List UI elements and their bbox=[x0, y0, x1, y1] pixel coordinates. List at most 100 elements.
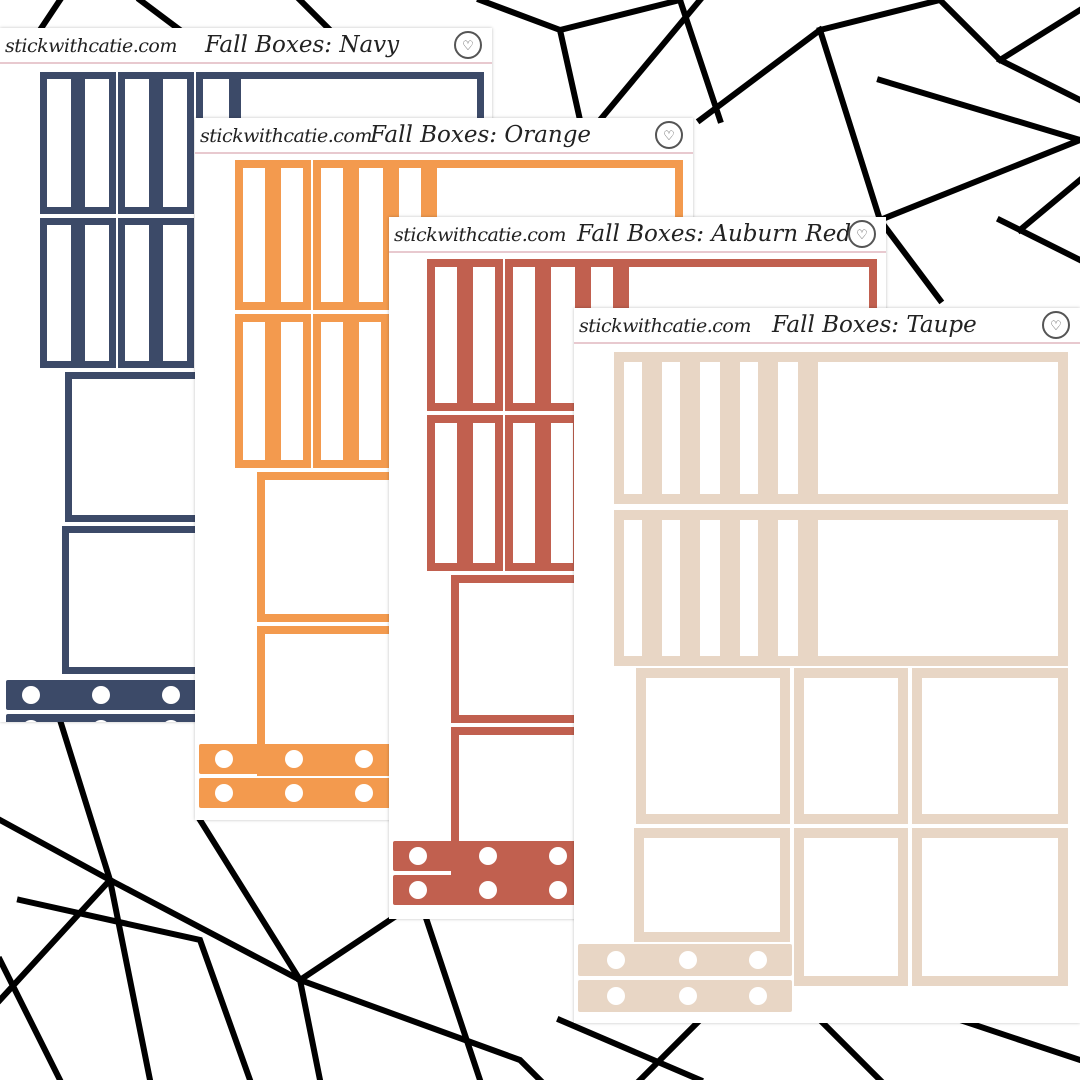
planner-box-sticker bbox=[652, 510, 690, 666]
dot-icon bbox=[162, 720, 180, 722]
planner-box-sticker bbox=[465, 259, 503, 411]
background-line bbox=[35, 0, 64, 35]
planner-box-sticker bbox=[636, 668, 790, 824]
background-line bbox=[296, 976, 545, 1080]
background-line bbox=[695, 25, 825, 125]
dot-icon bbox=[749, 951, 767, 969]
background-line bbox=[556, 0, 684, 34]
planner-box-sticker bbox=[313, 314, 351, 468]
background-line bbox=[815, 1015, 885, 1080]
planner-box-sticker bbox=[808, 510, 1068, 666]
background-line bbox=[876, 76, 1080, 144]
background-line bbox=[816, 0, 944, 34]
planner-box-sticker bbox=[427, 259, 465, 411]
planner-box-sticker bbox=[794, 668, 908, 824]
background-line bbox=[876, 136, 1080, 224]
planner-box-sticker bbox=[118, 72, 156, 214]
dot-strip-sticker bbox=[393, 875, 593, 905]
dot-strip-sticker bbox=[578, 944, 792, 976]
background-line bbox=[935, 0, 1080, 64]
planner-box-sticker bbox=[912, 668, 1068, 824]
background-line bbox=[416, 896, 484, 1080]
sheet-stickers bbox=[574, 344, 1080, 1023]
planner-box-sticker bbox=[351, 160, 391, 310]
sheet-header: stickwithcatie.com Fall Boxes: Auburn Re… bbox=[389, 217, 886, 253]
dot-icon bbox=[285, 750, 303, 768]
background-line bbox=[135, 0, 185, 35]
sheet-title: Fall Boxes: Navy bbox=[205, 32, 400, 58]
planner-box-sticker bbox=[156, 218, 194, 368]
planner-box-sticker bbox=[40, 72, 78, 214]
dot-strip-sticker bbox=[199, 778, 399, 808]
planner-box-sticker bbox=[118, 218, 156, 368]
dot-icon bbox=[355, 784, 373, 802]
planner-box-sticker bbox=[235, 314, 273, 468]
dot-icon bbox=[607, 951, 625, 969]
sheet-header: stickwithcatie.com Fall Boxes: Orange ♡ bbox=[195, 118, 693, 154]
background-line bbox=[16, 896, 254, 1080]
heart-seal-icon: ♡ bbox=[1042, 311, 1070, 339]
sheet-header: stickwithcatie.com Fall Boxes: Navy ♡ bbox=[0, 28, 492, 64]
dot-icon bbox=[409, 881, 427, 899]
heart-seal-icon: ♡ bbox=[848, 220, 876, 248]
planner-box-sticker bbox=[78, 72, 116, 214]
planner-box-sticker bbox=[634, 828, 790, 942]
dot-icon bbox=[215, 750, 233, 768]
planner-box-sticker bbox=[40, 218, 78, 368]
planner-box-sticker bbox=[808, 352, 1068, 504]
dot-icon bbox=[607, 987, 625, 1005]
dot-icon bbox=[355, 750, 373, 768]
dot-icon bbox=[479, 881, 497, 899]
planner-box-sticker bbox=[730, 510, 768, 666]
background-line bbox=[476, 0, 584, 124]
background-line bbox=[556, 1016, 704, 1080]
planner-box-sticker bbox=[690, 352, 730, 504]
planner-box-sticker bbox=[768, 352, 808, 504]
site-name: stickwithcatie.com bbox=[200, 125, 372, 147]
dot-icon bbox=[285, 784, 303, 802]
dot-icon bbox=[479, 847, 497, 865]
site-name: stickwithcatie.com bbox=[579, 315, 751, 337]
sticker-sheet-taupe[interactable]: stickwithcatie.com Fall Boxes: Taupe ♡ bbox=[574, 308, 1080, 1023]
heart-seal-icon: ♡ bbox=[655, 121, 683, 149]
background-line bbox=[195, 815, 425, 985]
dot-strip-sticker bbox=[199, 744, 399, 774]
dot-icon bbox=[749, 987, 767, 1005]
planner-box-sticker bbox=[505, 259, 543, 411]
sheet-title: Fall Boxes: Auburn Red bbox=[577, 221, 852, 247]
planner-box-sticker bbox=[313, 160, 351, 310]
planner-box-sticker bbox=[614, 510, 652, 666]
dot-icon bbox=[92, 720, 110, 722]
dot-icon bbox=[92, 686, 110, 704]
background-line bbox=[995, 215, 1080, 264]
dot-strip-sticker bbox=[6, 714, 206, 722]
background-line bbox=[635, 1015, 705, 1080]
planner-box-sticker bbox=[273, 314, 311, 468]
dot-icon bbox=[679, 987, 697, 1005]
planner-box-sticker bbox=[730, 352, 768, 504]
background-line bbox=[676, 0, 724, 124]
background-line bbox=[816, 26, 884, 224]
planner-box-sticker bbox=[505, 415, 543, 571]
dot-strip-sticker bbox=[578, 980, 792, 1012]
background-line bbox=[875, 215, 945, 305]
planner-box-sticker bbox=[690, 510, 730, 666]
dot-icon bbox=[409, 847, 427, 865]
planner-box-sticker bbox=[273, 160, 311, 310]
dot-icon bbox=[679, 951, 697, 969]
planner-box-sticker bbox=[768, 510, 808, 666]
sheet-title: Fall Boxes: Orange bbox=[370, 122, 592, 148]
background-line bbox=[0, 955, 64, 1080]
background-line bbox=[56, 716, 154, 1080]
planner-box-sticker bbox=[156, 72, 194, 214]
sheet-header: stickwithcatie.com Fall Boxes: Taupe ♡ bbox=[574, 308, 1080, 344]
planner-box-sticker bbox=[235, 160, 273, 310]
dot-icon bbox=[549, 881, 567, 899]
heart-seal-icon: ♡ bbox=[454, 31, 482, 59]
planner-box-sticker bbox=[652, 352, 690, 504]
background-line bbox=[995, 55, 1080, 104]
planner-box-sticker bbox=[465, 415, 503, 571]
sheet-title: Fall Boxes: Taupe bbox=[772, 312, 977, 338]
planner-box-sticker bbox=[78, 218, 116, 368]
site-name: stickwithcatie.com bbox=[5, 35, 177, 57]
